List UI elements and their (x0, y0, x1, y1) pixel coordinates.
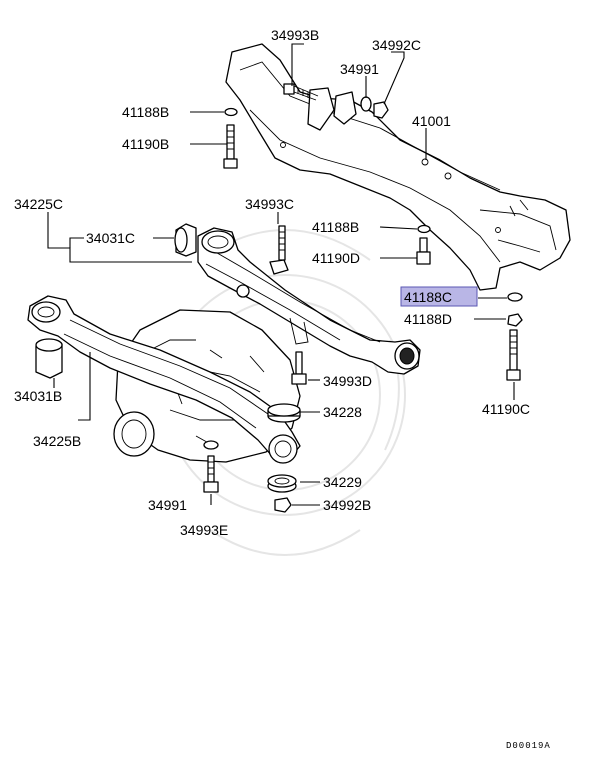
label-41188B-mid: 41188B (312, 219, 359, 235)
washer-41188B-mid (417, 224, 431, 234)
bolt-34993B (283, 83, 319, 101)
label-41188B-top: 41188B (122, 104, 169, 120)
label-34993D: 34993D (323, 373, 372, 389)
diagram-code: D00019A (506, 741, 551, 751)
member-34225B (27, 295, 301, 464)
label-34225C: 34225C (14, 196, 63, 212)
mount-34228 (267, 403, 301, 423)
part-labels: 34993B 34992C 34991 41188B 41001 41190B … (14, 27, 551, 751)
leader-lines (47, 43, 515, 506)
bolt-34993D (291, 351, 307, 385)
label-34993B: 34993B (271, 27, 319, 43)
label-34992C: 34992C (372, 37, 421, 53)
label-41001: 41001 (412, 113, 451, 129)
crossmember-41001 (225, 43, 571, 291)
label-41188C: 41188C (404, 289, 452, 305)
nut-34992B (274, 497, 292, 513)
bolt-41190D (416, 237, 431, 265)
label-34991-bottom: 34991 (148, 497, 187, 513)
label-34229: 34229 (323, 474, 362, 490)
mount-34229 (267, 474, 297, 493)
bolt-41190B (223, 124, 238, 169)
washer-41188C (507, 292, 523, 302)
highlight-41188C (400, 286, 478, 307)
label-41190C: 41190C (482, 401, 530, 417)
label-41190D: 41190D (312, 250, 360, 266)
label-34031C: 34031C (86, 230, 135, 246)
washer-34991-bottom (203, 440, 219, 450)
bolt-34993C (269, 225, 289, 275)
washer-41188D (507, 313, 523, 327)
washer-34991-top (360, 96, 372, 112)
label-34992B: 34992B (323, 497, 371, 513)
label-34993C: 34993C (245, 196, 294, 212)
bushing-34031C (174, 223, 197, 257)
mount-bracket-top (307, 87, 357, 131)
label-34225B: 34225B (33, 433, 81, 449)
label-41190B: 41190B (122, 136, 169, 152)
label-41188D: 41188D (404, 311, 452, 327)
nut-34992C (373, 101, 389, 119)
label-34993E: 34993E (180, 522, 228, 538)
label-34228: 34228 (323, 404, 362, 420)
bolt-34993E (203, 455, 219, 493)
label-34031B: 34031B (14, 388, 62, 404)
washer-41188B-top (224, 107, 238, 117)
label-34991-top: 34991 (340, 61, 379, 77)
bushing-34031B (35, 338, 63, 379)
member-34225C (197, 227, 421, 375)
bolt-41190C (506, 329, 521, 381)
